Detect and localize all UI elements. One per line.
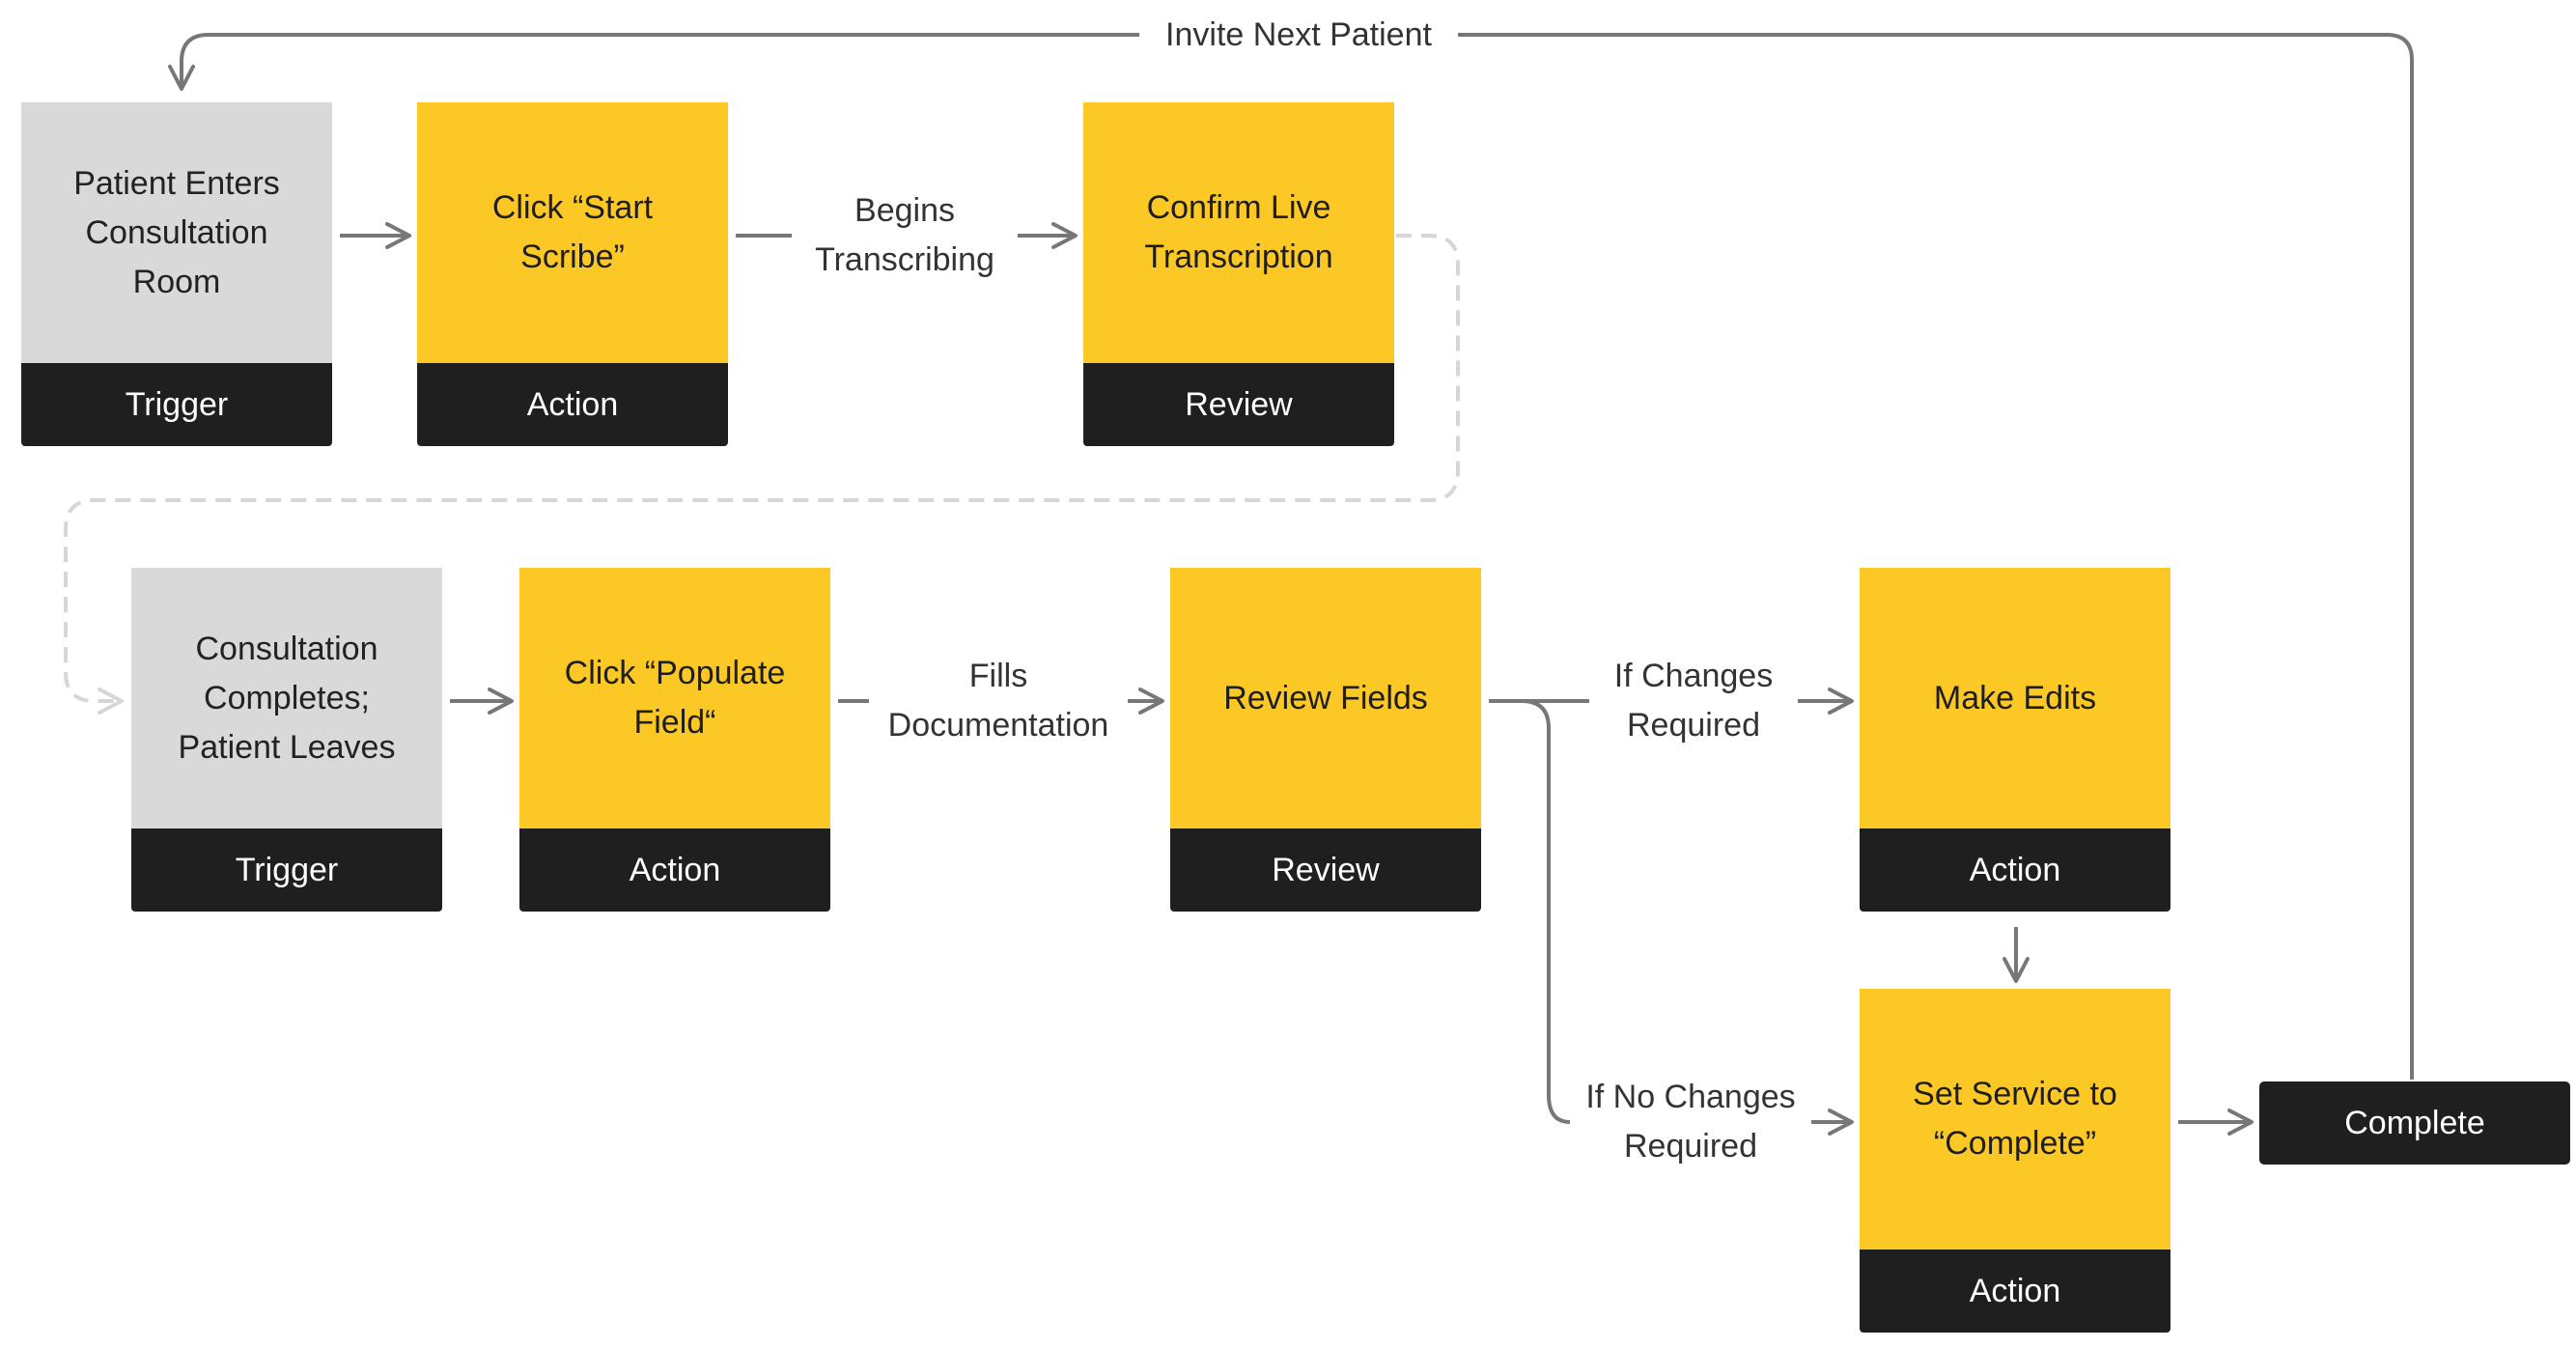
label-invite-next-patient-text: Invite Next Patient (1165, 16, 1432, 53)
label-if-changes: If Changes Required (1589, 652, 1798, 750)
edge-dashed-wrap (64, 234, 1460, 715)
label-fills-documentation: Fills Documentation (869, 652, 1128, 750)
label-if-no-changes: If No Changes Required (1570, 1073, 1811, 1171)
node-set-service-text: Set Service to “Complete” (1860, 989, 2170, 1250)
label-if-changes-line2: Required (1627, 707, 1760, 744)
node-make-edits-tag: Action (1860, 828, 2170, 912)
node-consultation-completes-tag: Trigger (131, 828, 442, 912)
label-begins-line1: Begins (854, 192, 955, 229)
node-review-fields-tag: Review (1170, 828, 1481, 912)
node-populate-field-text: Click “Populate Field“ (519, 568, 830, 828)
label-invite-next-patient: Invite Next Patient (1139, 12, 1458, 58)
node-confirm-live-tag: Review (1083, 363, 1394, 446)
node-start-scribe-tag: Action (417, 363, 728, 446)
label-if-no-changes-line2: Required (1624, 1128, 1757, 1165)
node-consultation-completes-text: Consultation Completes; Patient Leaves (131, 568, 442, 828)
node-confirm-live: Confirm Live Transcription Review (1083, 102, 1394, 446)
label-fills-line2: Documentation (887, 707, 1109, 744)
node-patient-enters: Patient Enters Consultation Room Trigger (21, 102, 332, 446)
node-set-service-tag: Action (1860, 1250, 2170, 1333)
node-patient-enters-text: Patient Enters Consultation Room (21, 102, 332, 363)
label-begins-transcribing: Begins Transcribing (792, 186, 1018, 285)
node-review-fields-text: Review Fields (1170, 568, 1481, 828)
label-if-no-changes-line1: If No Changes (1585, 1079, 1796, 1115)
node-start-scribe-text: Click “Start Scribe” (417, 102, 728, 363)
node-complete: Complete (2259, 1081, 2570, 1165)
label-if-changes-line1: If Changes (1613, 658, 1774, 694)
node-set-service: Set Service to “Complete” Action (1860, 989, 2170, 1333)
node-confirm-live-text: Confirm Live Transcription (1083, 102, 1394, 363)
node-make-edits-text: Make Edits (1860, 568, 2170, 828)
node-populate-field: Click “Populate Field“ Action (519, 568, 830, 912)
node-patient-enters-tag: Trigger (21, 363, 332, 446)
node-make-edits: Make Edits Action (1860, 568, 2170, 912)
edge-review-branch-down (1521, 699, 1571, 1124)
label-begins-line2: Transcribing (815, 241, 994, 278)
node-consultation-completes: Consultation Completes; Patient Leaves T… (131, 568, 442, 912)
node-populate-field-tag: Action (519, 828, 830, 912)
label-fills-line1: Fills (968, 658, 1028, 694)
node-review-fields: Review Fields Review (1170, 568, 1481, 912)
node-start-scribe: Click “Start Scribe” Action (417, 102, 728, 446)
